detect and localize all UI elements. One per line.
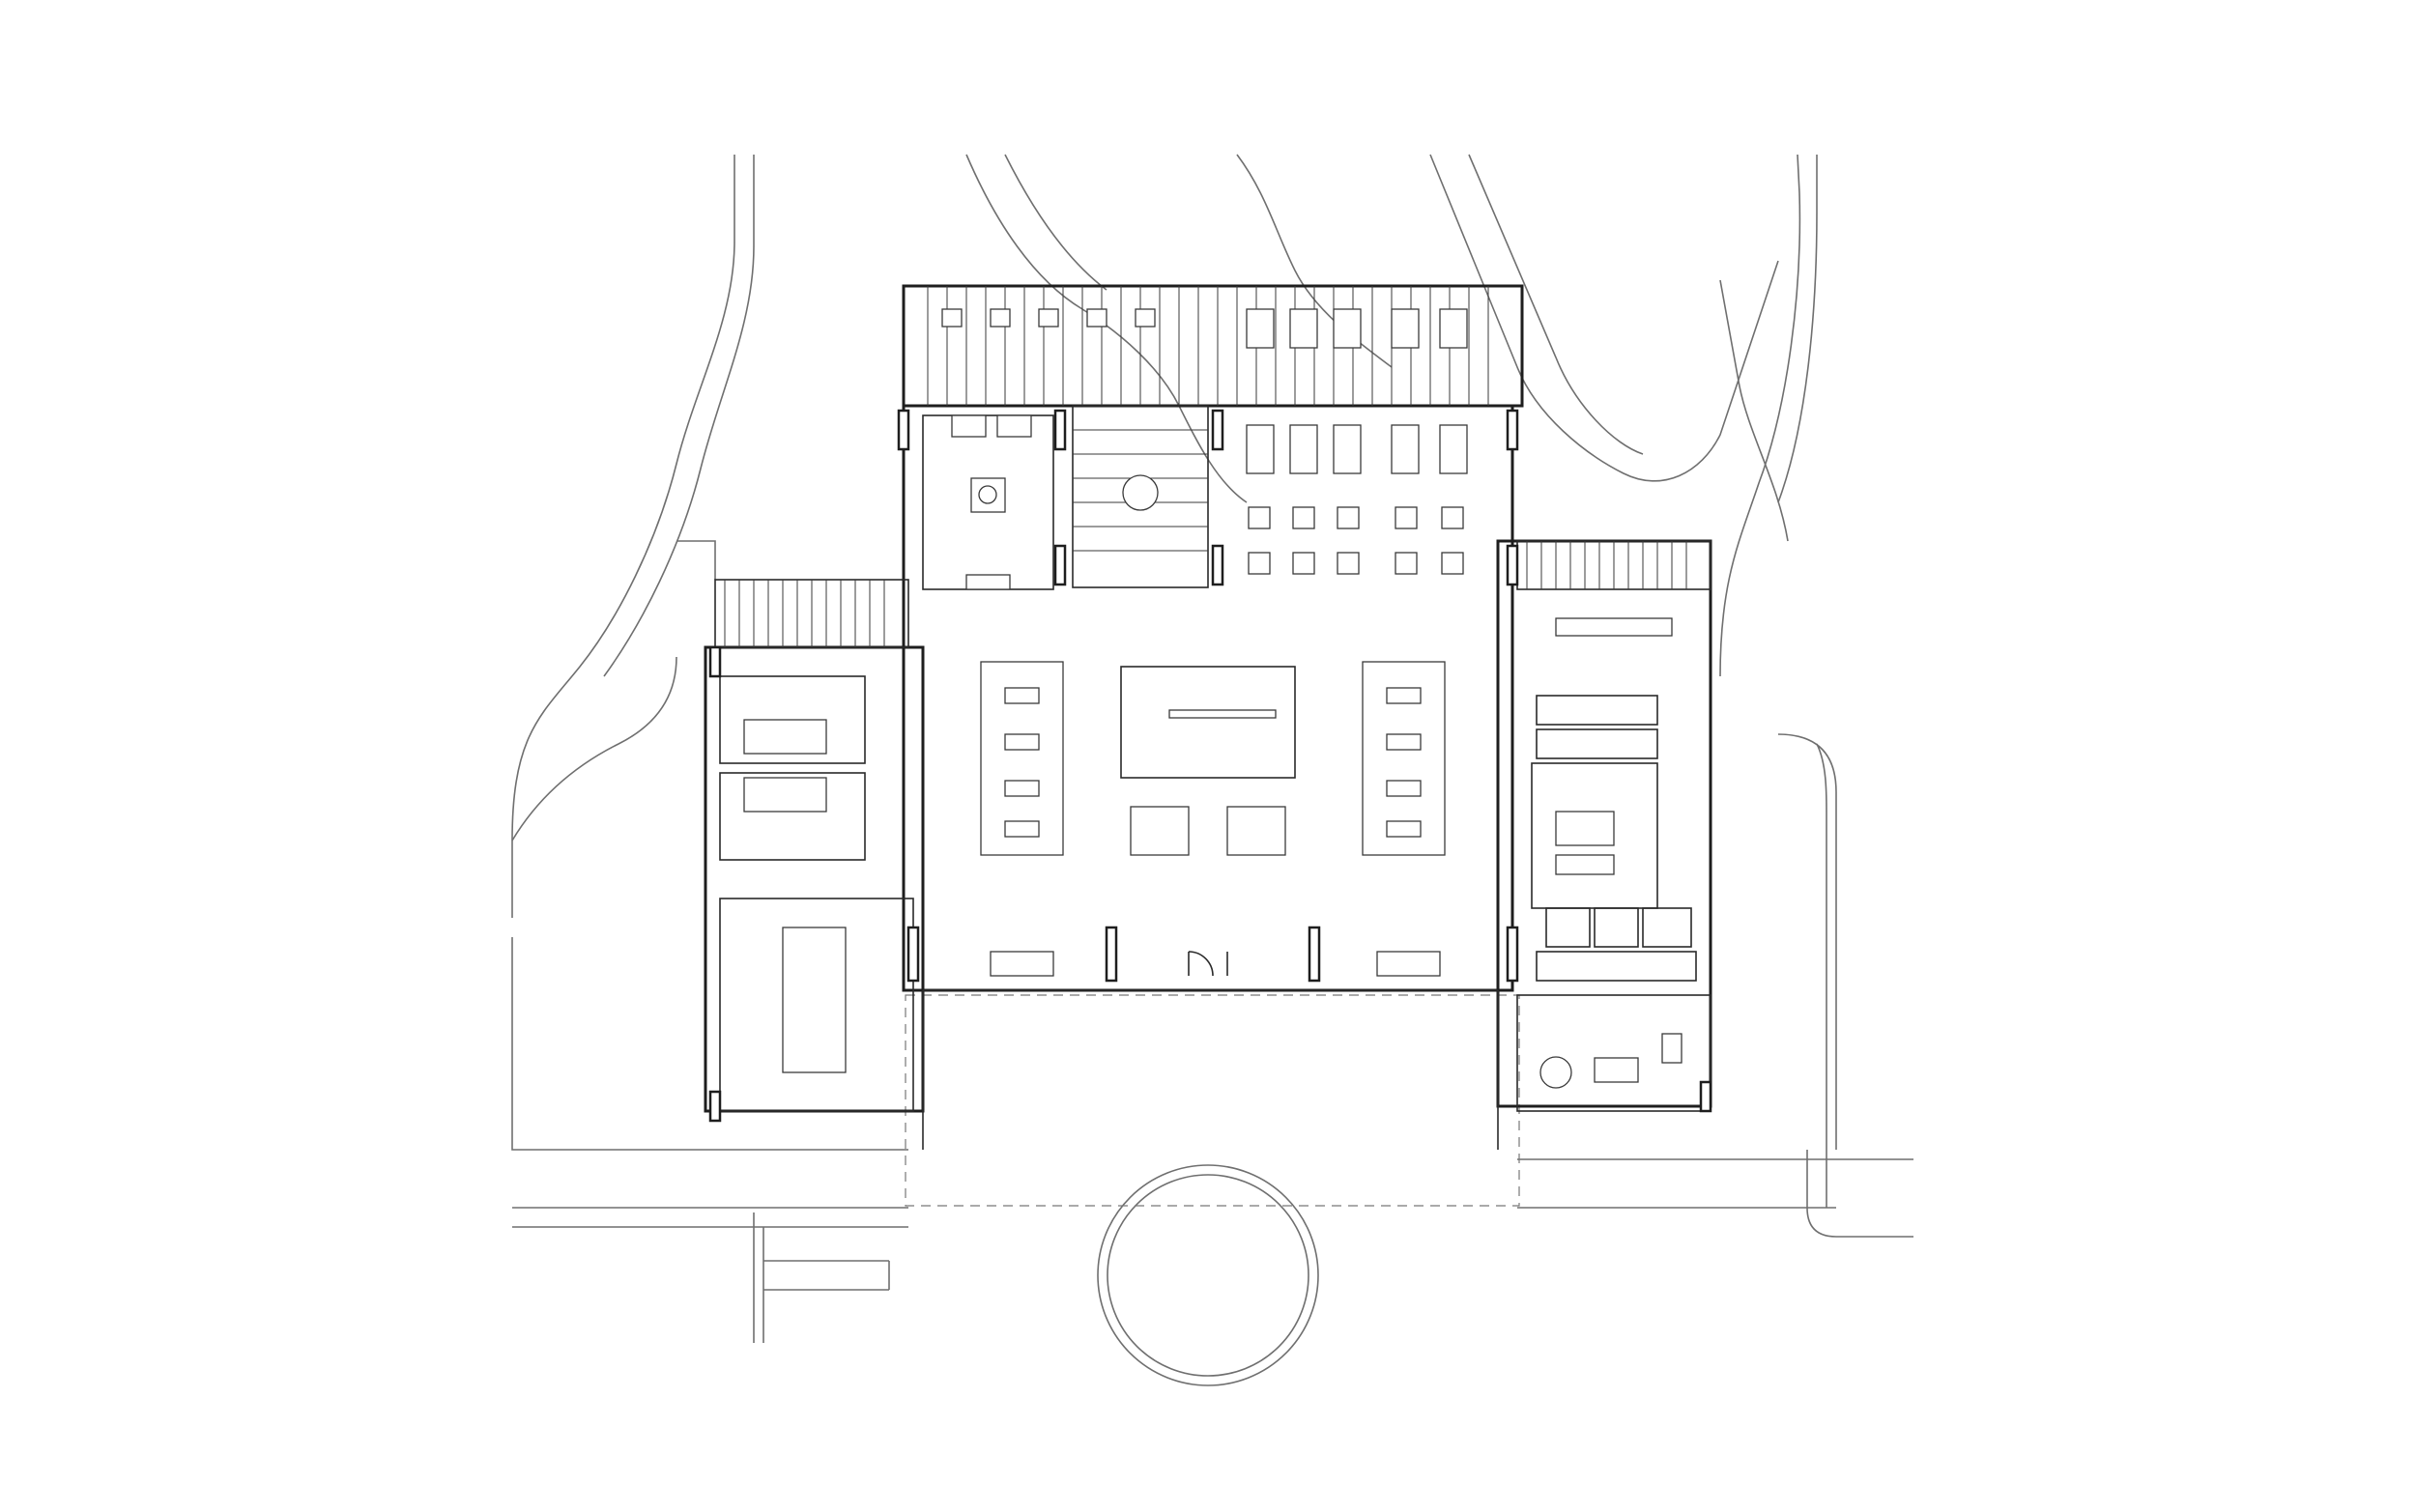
- site-context: [511, 154, 1913, 1386]
- left-site-edge: [511, 937, 908, 1151]
- main-dining-tables: [1246, 424, 1468, 575]
- terrace-furniture: [941, 308, 1468, 349]
- meeting-room-b: [719, 772, 866, 861]
- chef-table-room: [1120, 666, 1296, 779]
- east-wing-rooms: [1516, 617, 1711, 1112]
- private-dining-table: [1555, 617, 1673, 637]
- stair-hatching: [724, 541, 1687, 647]
- storage-b: [1536, 728, 1658, 759]
- road-left-curve: [511, 155, 735, 918]
- road-top-center: [965, 154, 1248, 503]
- columns: [708, 409, 1712, 1123]
- north-terrace-hatching: [927, 286, 1489, 406]
- west-wing-rooms: [719, 675, 914, 1112]
- courtyard: [1072, 405, 1209, 588]
- road-right-wave: [1429, 154, 1779, 482]
- road-far-right: [1719, 154, 1801, 677]
- meeting-room-a: [719, 675, 866, 764]
- central-hall: [980, 661, 1446, 977]
- bar-room: [922, 414, 1054, 590]
- storage-d: [1594, 907, 1639, 948]
- corridor: [1536, 951, 1697, 982]
- boardroom: [719, 898, 914, 1112]
- side-road-right: [1777, 733, 1837, 1150]
- storage-a: [1536, 695, 1658, 726]
- north-terrace: [902, 284, 1524, 408]
- management-office: [1516, 994, 1711, 1112]
- entry-doors: [1188, 951, 1228, 977]
- roundabout: [1097, 1164, 1319, 1386]
- office: [1642, 907, 1692, 948]
- storage-c: [1545, 907, 1591, 948]
